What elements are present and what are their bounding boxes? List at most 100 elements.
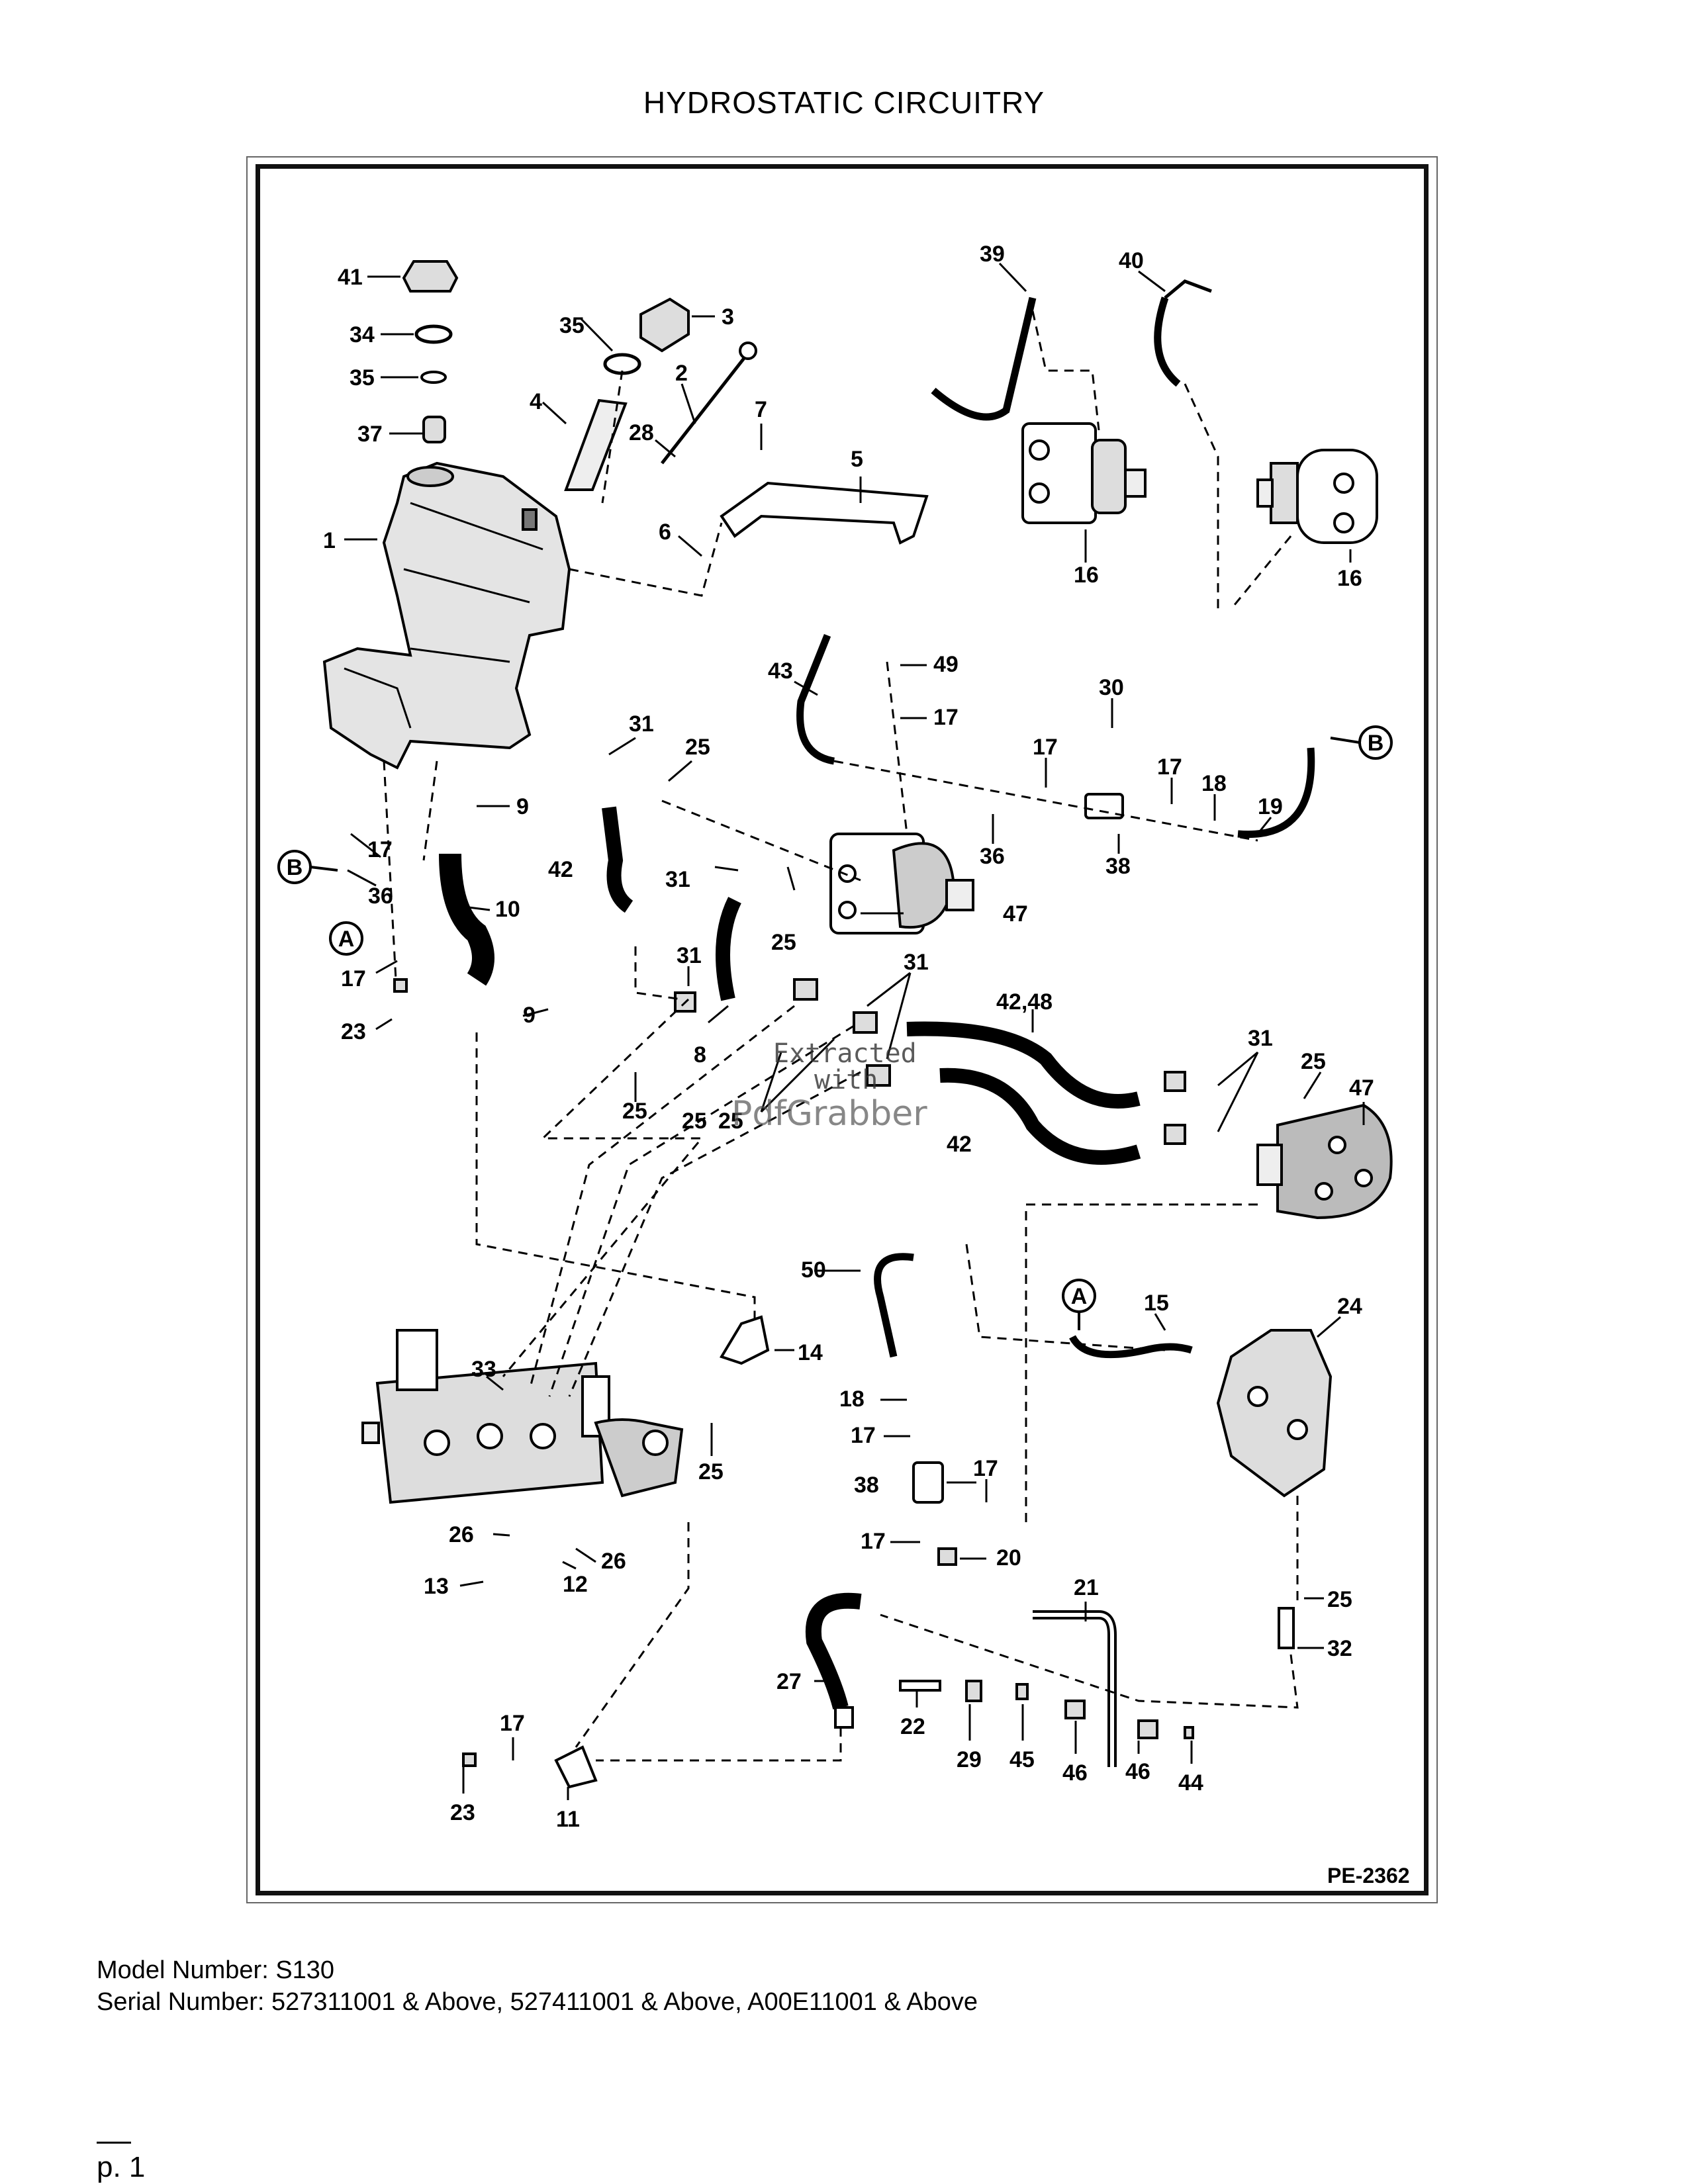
letter-a-left: A bbox=[338, 927, 355, 952]
charge-pump-right bbox=[1256, 449, 1378, 544]
callout-15: 15 bbox=[1144, 1291, 1169, 1316]
callout-17-c: 17 bbox=[1157, 754, 1182, 780]
callout-11: 11 bbox=[556, 1807, 580, 1832]
figure-code: PE-2362 bbox=[1327, 1864, 1410, 1888]
callout-29: 29 bbox=[957, 1747, 982, 1772]
hydrostatic-pump-assembly bbox=[361, 1329, 684, 1504]
callout-50: 50 bbox=[801, 1257, 826, 1283]
callout-25-h: 25 bbox=[1327, 1587, 1352, 1612]
callout-17-b: 17 bbox=[1033, 735, 1058, 760]
hose-15 bbox=[1069, 1335, 1193, 1359]
breather-cap bbox=[639, 297, 690, 353]
callout-31-b: 31 bbox=[665, 867, 690, 892]
watermark-line-2: with bbox=[814, 1065, 878, 1095]
elbow-fitting-14 bbox=[720, 1315, 770, 1365]
callout-7: 7 bbox=[755, 397, 767, 422]
hose-42-lower bbox=[939, 1068, 1141, 1165]
callout-24: 24 bbox=[1337, 1294, 1362, 1319]
callout-40: 40 bbox=[1119, 248, 1144, 273]
callout-25-c: 25 bbox=[622, 1099, 647, 1124]
hose-40 bbox=[1154, 296, 1181, 387]
circle-ref-a-left bbox=[329, 921, 363, 956]
callout-46-b: 46 bbox=[1125, 1759, 1150, 1784]
callout-33: 33 bbox=[471, 1357, 496, 1382]
callout-35-b: 35 bbox=[559, 313, 585, 338]
callout-42-b: 42 bbox=[947, 1132, 972, 1157]
callout-1: 1 bbox=[323, 528, 336, 553]
callout-9-b: 9 bbox=[523, 1003, 536, 1028]
callout-20: 20 bbox=[996, 1545, 1021, 1570]
hose-42-upper bbox=[602, 806, 633, 913]
control-valve-24 bbox=[1216, 1329, 1333, 1498]
circled-reference-letters bbox=[277, 725, 1393, 1330]
page-title: HYDROSTATIC CIRCUITRY bbox=[643, 85, 1045, 120]
callout-13: 13 bbox=[424, 1574, 449, 1599]
callout-30: 30 bbox=[1099, 675, 1124, 700]
callout-17-a: 17 bbox=[933, 705, 959, 730]
callout-23-b: 23 bbox=[450, 1800, 475, 1825]
callout-45: 45 bbox=[1009, 1747, 1035, 1772]
drive-motor-upper bbox=[829, 833, 974, 934]
callout-16-left: 16 bbox=[1074, 563, 1099, 588]
hose-10 bbox=[439, 853, 494, 986]
filler-tube bbox=[564, 398, 628, 491]
dipstick bbox=[661, 356, 746, 465]
callout-31-a: 31 bbox=[629, 711, 654, 737]
callout-25-e: 25 bbox=[682, 1109, 707, 1134]
callout-2: 2 bbox=[675, 361, 688, 386]
callout-26-b: 26 bbox=[601, 1549, 626, 1574]
callout-23-a: 23 bbox=[341, 1019, 366, 1044]
hose-19 bbox=[1237, 747, 1315, 839]
watermark-line-3: PdfGrabber bbox=[731, 1094, 927, 1134]
parts bbox=[322, 260, 1393, 1789]
callout-4: 4 bbox=[530, 389, 542, 414]
callout-27: 27 bbox=[776, 1669, 802, 1694]
callout-39: 39 bbox=[980, 242, 1005, 267]
callout-31-d: 31 bbox=[904, 950, 929, 975]
callout-32: 32 bbox=[1327, 1636, 1352, 1661]
page-number: p. 1 bbox=[97, 2151, 146, 2183]
callout-10: 10 bbox=[495, 897, 520, 922]
callout-41: 41 bbox=[338, 265, 363, 290]
hose-27 bbox=[805, 1592, 862, 1710]
callout-17-e: 17 bbox=[341, 966, 366, 991]
page-number-rule bbox=[97, 2142, 131, 2144]
callout-17-g: 17 bbox=[973, 1456, 998, 1481]
filler-cap bbox=[402, 260, 459, 293]
callout-37: 37 bbox=[357, 422, 383, 447]
callout-43: 43 bbox=[768, 659, 793, 684]
callout-17-f: 17 bbox=[851, 1423, 876, 1448]
callout-44: 44 bbox=[1178, 1770, 1203, 1796]
callout-16-right: 16 bbox=[1337, 566, 1362, 591]
hydraulic-reservoir-tank bbox=[322, 461, 571, 770]
model-number: Model Number: S130 bbox=[97, 1956, 335, 1984]
callout-25-a: 25 bbox=[685, 735, 710, 760]
letter-b-right: B bbox=[1368, 731, 1384, 756]
callout-34: 34 bbox=[350, 322, 375, 347]
callout-46-a: 46 bbox=[1062, 1760, 1088, 1786]
callout-31-c: 31 bbox=[677, 943, 702, 968]
callout-38-b: 38 bbox=[854, 1473, 879, 1498]
hose-39 bbox=[931, 296, 1037, 421]
callout-28: 28 bbox=[629, 420, 654, 445]
diagram-frame-inner-border bbox=[256, 164, 1429, 1895]
callout-18-a: 18 bbox=[1201, 771, 1227, 796]
gasket-ring bbox=[414, 324, 453, 344]
callout-14: 14 bbox=[798, 1340, 823, 1365]
callout-8: 8 bbox=[694, 1042, 706, 1068]
callout-31-e: 31 bbox=[1248, 1026, 1273, 1051]
callout-3: 3 bbox=[722, 304, 734, 330]
callout-9-a: 9 bbox=[516, 794, 529, 819]
callout-25-b: 25 bbox=[771, 930, 796, 955]
tube-21 bbox=[1033, 1610, 1117, 1767]
callout-22: 22 bbox=[900, 1714, 925, 1739]
callout-25-d: 25 bbox=[1301, 1049, 1326, 1074]
callout-47-b: 47 bbox=[1349, 1075, 1374, 1101]
callout-49: 49 bbox=[933, 652, 959, 677]
dashed-connections bbox=[383, 310, 1299, 1762]
watermark-line-1: Extracted bbox=[773, 1038, 917, 1069]
callout-42-48: 42,48 bbox=[996, 989, 1053, 1015]
hose-50 bbox=[874, 1253, 914, 1358]
elbow-fitting-11 bbox=[554, 1745, 598, 1789]
